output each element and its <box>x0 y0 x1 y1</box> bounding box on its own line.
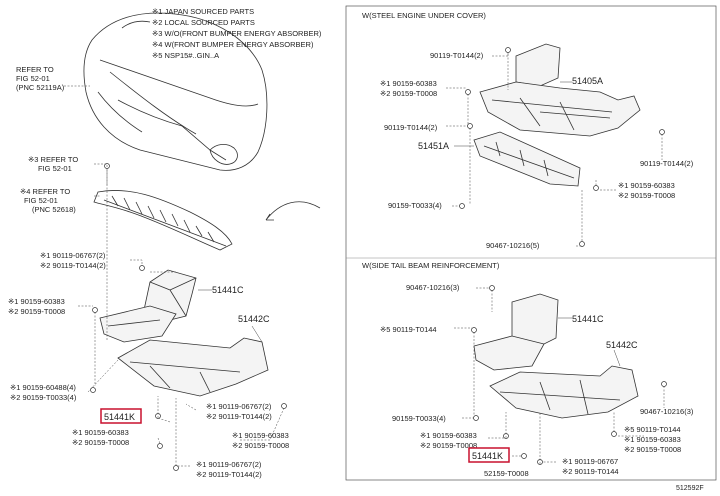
leader-lines-right-bottom <box>454 287 665 464</box>
leader-lines-right-top <box>446 52 663 247</box>
legend-line-5: ※5 NSP15#..GIN..A <box>152 51 219 60</box>
callout-c3-line2: ※2 90159-T0033(4) <box>10 393 77 402</box>
right-bottom-labels: 90467-10216(3) ※5 90119-T0144 51441C 514… <box>380 283 694 478</box>
left-part-51441k: 51441K <box>104 412 135 422</box>
right-bottom-callout-left1: ※5 90119-T0144 <box>380 325 437 334</box>
callout-c3-line1: ※1 90159-60488(4) <box>10 383 76 392</box>
callout-c2-line2: ※2 90159-T0008 <box>8 307 65 316</box>
right-panel-frame <box>345 5 717 481</box>
cover-51442c-drawing <box>117 337 269 397</box>
right-top-title: W(STEEL ENGINE UNDER COVER) <box>362 11 486 20</box>
refer3-line3: (PNC 52618) <box>32 205 76 214</box>
right-top-callout-left2: 90119-T0144(2) <box>384 123 438 132</box>
right-bottom-callout-top: 90467-10216(3) <box>406 283 460 292</box>
right-top-callout-bottom: 90467-10216(5) <box>486 241 540 250</box>
legend-line-4: ※4 W(FRONT BUMPER ENERGY ABSORBER) <box>152 40 314 49</box>
right-bottom-part-51442c: 51442C <box>606 340 638 350</box>
right-bottom-title: W(SIDE TAIL BEAM REINFORCEMENT) <box>362 261 500 270</box>
refer1-line1: REFER TO <box>16 65 54 74</box>
callout-c7-line2: ※2 90119-T0144(2) <box>196 470 262 479</box>
right-part-51405a: 51405A <box>572 76 603 86</box>
right-bottom-callout-left4: 52159-T0008 <box>484 469 529 478</box>
left-part-51441k-highlight <box>100 408 142 424</box>
callout-c5-line2: ※2 90119-T0144(2) <box>206 412 272 421</box>
right-bottom-part-51441c: 51441C <box>572 314 604 324</box>
right-bottom-callout-right2-line1: ※5 90119-T0144 <box>624 425 681 434</box>
callout-c4-line2: ※2 90159-T0008 <box>72 438 129 447</box>
swoosh-arrow-icon <box>265 201 321 221</box>
left-panel: REFER TO FIG 52-01 (PNC 52119A) ※3 REFER… <box>8 12 321 479</box>
right-top-callout-top: 90119-T0144(2) <box>430 51 484 60</box>
callout-c5-line1: ※1 90119-06767(2) <box>206 402 272 411</box>
right-bottom-part-51441k-highlight <box>468 447 510 463</box>
callout-c6-line1: ※1 90159-60383 <box>232 431 289 440</box>
refer2-line2: FIG 52-01 <box>38 164 72 173</box>
refer1-line2: FIG 52-01 <box>16 74 50 83</box>
right-top-callout-left3: 90159-T0033(4) <box>388 201 442 210</box>
right-top-callout-left1-line1: ※1 90159-60383 <box>380 79 437 88</box>
right-top-labels: 90119-T0144(2) 51405A ※1 90159-60383 ※2 … <box>380 51 694 250</box>
lower-grille-drawing <box>93 190 233 251</box>
right-bottom-drawing <box>473 293 639 419</box>
callout-c1-line2: ※2 90119-T0144(2) <box>40 261 106 270</box>
right-bottom-callout-left2: 90159-T0033(4) <box>392 414 446 423</box>
callout-c7-line1: ※1 90119-06767(2) <box>196 460 262 469</box>
right-top-callout-left1-line2: ※2 90159-T0008 <box>380 89 437 98</box>
right-bottom-callout-left3-line2: ※2 90159-T0008 <box>420 441 477 450</box>
callout-c1-line1: ※1 90119-06767(2) <box>40 251 106 260</box>
callout-c4-line1: ※1 90159-60383 <box>72 428 129 437</box>
right-top-drawing <box>473 43 641 187</box>
legend-line-3: ※3 W/O(FRONT BUMPER ENERGY ABSORBER) <box>152 29 322 38</box>
right-bottom-callout-right1: 90467-10216(3) <box>640 407 694 416</box>
bolts-right-bottom <box>471 285 667 465</box>
legend: ※1 JAPAN SOURCED PARTS ※2 LOCAL SOURCED … <box>152 7 322 60</box>
front-bumper-drawing <box>83 12 268 171</box>
right-top-callout-right2-line2: ※2 90159-T0008 <box>618 191 675 200</box>
right-part-51451a: 51451A <box>418 141 449 151</box>
right-bottom-callout-right2-line3: ※2 90159-T0008 <box>624 445 681 454</box>
right-bottom-part-51441k: 51441K <box>472 451 503 461</box>
right-bottom-callout-right2-line2: ※1 90159-60383 <box>624 435 681 444</box>
right-bottom-callout-left3-line1: ※1 90159-60383 <box>420 431 477 440</box>
left-part-51441c: 51441C <box>212 285 244 295</box>
right-bottom-callout-right3-line2: ※2 90119-T0144 <box>562 467 619 476</box>
refer1-line3: (PNC 52119A) <box>16 83 65 92</box>
cover-51441k-drawing <box>99 305 177 343</box>
right-bottom-callout-right3-line1: ※1 90119-06767 <box>562 457 618 466</box>
figure-code: 512592F <box>676 485 704 492</box>
right-top-callout-right1: 90119-T0144(2) <box>640 159 694 168</box>
refer3-line1: ※4 REFER TO <box>20 187 70 196</box>
bolts-left <box>90 163 287 471</box>
right-top-callout-right2-line1: ※1 90159-60383 <box>618 181 675 190</box>
refer3-line2: FIG 52-01 <box>24 196 58 205</box>
legend-line-2: ※2 LOCAL SOURCED PARTS <box>152 18 255 27</box>
refer2-line1: ※3 REFER TO <box>28 155 78 164</box>
callout-c6-line2: ※2 90159-T0008 <box>232 441 289 450</box>
callout-c2-line1: ※1 90159-60383 <box>8 297 65 306</box>
right-panel: W(STEEL ENGINE UNDER COVER) W(SIDE TAIL … <box>345 5 717 481</box>
legend-line-1: ※1 JAPAN SOURCED PARTS <box>152 7 254 16</box>
left-part-51442c: 51442C <box>238 314 270 324</box>
leader-lines-left <box>64 85 285 467</box>
left-labels: REFER TO FIG 52-01 (PNC 52119A) ※3 REFER… <box>8 65 289 479</box>
